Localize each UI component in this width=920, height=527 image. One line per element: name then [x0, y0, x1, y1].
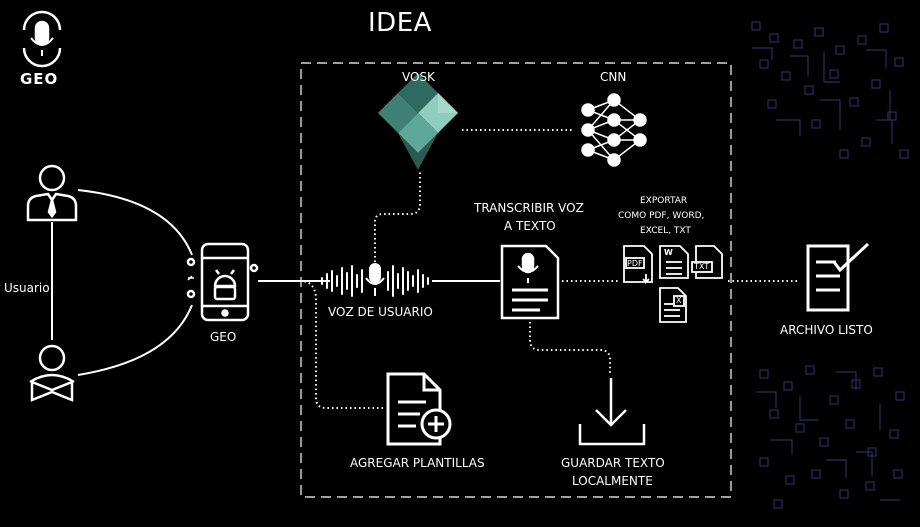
- arc-top-user-to-geo: [77, 189, 193, 256]
- word-file-icon: [659, 245, 689, 279]
- pdf-format-text: PDF: [627, 259, 643, 268]
- export-label-line3: EXCEL, TXT: [640, 226, 691, 236]
- idea-boundary-frame: [300, 62, 732, 498]
- voice-label: VOZ DE USUARIO: [328, 305, 433, 319]
- decorative-pattern-top-right: [751, 21, 909, 159]
- transcribe-label-line1: TRANSCRIBIR VOZ: [474, 201, 584, 215]
- templates-label: AGREGAR PLANTILLAS: [350, 456, 485, 470]
- checklist-document-icon: [806, 242, 870, 312]
- user-businessman-icon: [26, 164, 78, 222]
- txt-file-icon: [691, 245, 723, 279]
- decorative-pattern-bottom-right: [756, 365, 905, 509]
- page-title: IDEA: [368, 8, 432, 38]
- neural-network-icon: [581, 93, 647, 167]
- excel-format-text: X: [676, 296, 682, 305]
- voice-waveform: [321, 265, 429, 297]
- result-label: ARCHIVO LISTO: [780, 323, 873, 337]
- geo-logo: [22, 10, 62, 68]
- save-label-line2: LOCALMENTE: [572, 474, 653, 488]
- logo-text: GEO: [20, 70, 59, 88]
- microphone-icon: [365, 263, 385, 296]
- vosk-logo: [378, 73, 458, 170]
- export-label-line2: COMO PDF, WORD,: [618, 211, 705, 221]
- dotted-transcribe-to-save: [529, 322, 611, 374]
- pdf-file-icon: [623, 245, 653, 285]
- save-label-line1: GUARDAR TEXTO: [561, 456, 665, 470]
- download-icon: [578, 378, 646, 446]
- dotted-geo-to-templates: [299, 280, 384, 409]
- vosk-label: VOSK: [402, 70, 435, 84]
- user-reader-icon: [29, 344, 75, 402]
- excel-file-icon: [659, 287, 687, 323]
- users-label: Usuario: [4, 281, 50, 295]
- transcribe-label-line2: A TEXTO: [504, 219, 556, 233]
- txt-format-text: TXT: [694, 262, 710, 271]
- cnn-label: CNN: [600, 70, 627, 84]
- arc-bottom-user-to-geo: [77, 304, 193, 376]
- dotted-voice-to-vosk: [374, 172, 421, 262]
- transcription-document-icon: [500, 244, 560, 320]
- word-format-text: W: [664, 248, 673, 257]
- phone-label: GEO: [210, 330, 237, 344]
- phone-icon: [186, 242, 259, 322]
- add-template-document-icon: [386, 372, 452, 446]
- export-label-line1: EXPORTAR: [640, 196, 688, 206]
